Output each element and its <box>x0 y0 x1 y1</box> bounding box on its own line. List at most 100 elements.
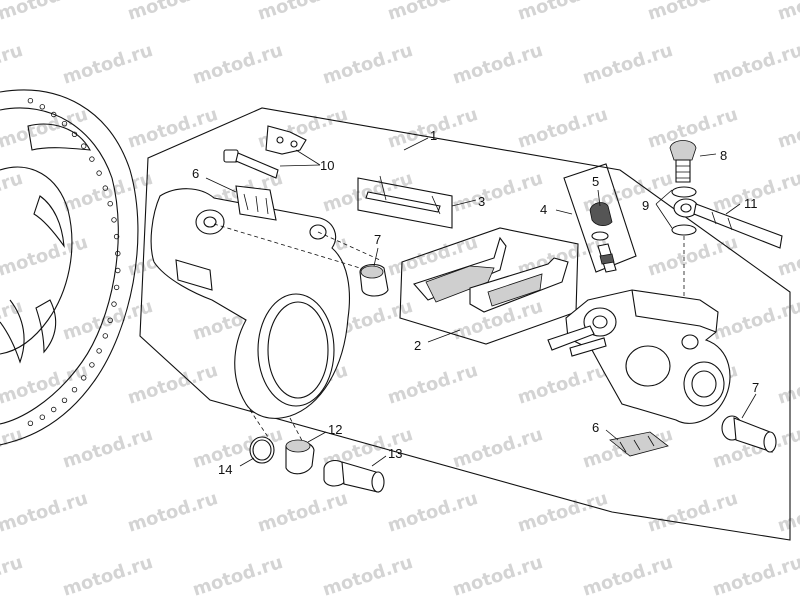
watermark-text: motod.ru <box>125 360 220 409</box>
watermark-text: motod.ru <box>515 0 610 25</box>
callout-9: 9 <box>642 198 649 213</box>
callout-13: 13 <box>388 446 402 461</box>
disc-hole <box>27 97 34 104</box>
disc-hole <box>89 362 95 368</box>
pad-spring-upper <box>235 185 277 221</box>
watermark-text: motod.ru <box>385 488 480 537</box>
watermark-text: motod.ru <box>125 488 220 537</box>
watermark-text: motod.ru <box>0 0 90 25</box>
watermark-text: motod.ru <box>515 104 610 153</box>
watermark-text: motod.ru <box>515 488 610 537</box>
watermark-text: motod.ru <box>255 0 350 25</box>
watermark-text: motod.ru <box>255 488 350 537</box>
disc-hole <box>61 120 68 127</box>
callout-2: 2 <box>414 338 421 353</box>
watermark-text: motod.ru <box>450 424 545 473</box>
callout-7-left: 7 <box>374 232 381 247</box>
watermark-text: motod.ru <box>580 552 675 600</box>
banjo-fitting <box>669 140 783 300</box>
disc-hole <box>96 170 102 176</box>
disc-hole <box>51 111 57 118</box>
caliper-bracket <box>150 188 381 419</box>
bleeder-group <box>563 163 637 273</box>
watermark-text: motod.ru <box>60 40 155 89</box>
watermark-text: motod.ru <box>190 552 285 600</box>
watermark-text: motod.ru <box>0 424 25 473</box>
callout-6-upper: 6 <box>192 166 199 181</box>
watermark-text: motod.ru <box>710 296 800 345</box>
disc-hole <box>39 414 45 420</box>
disc-hole <box>80 143 87 149</box>
brake-pads-group <box>399 227 579 345</box>
watermark-text: motod.ru <box>60 552 155 600</box>
watermark-text: motod.ru <box>645 0 740 25</box>
callout-10: 10 <box>320 158 334 173</box>
watermark-text: motod.ru <box>320 40 415 89</box>
disc-hole <box>113 233 120 240</box>
brake-disc <box>0 89 139 446</box>
assembly-outline <box>139 107 791 541</box>
watermark-text: motod.ru <box>125 104 220 153</box>
callout-7-right: 7 <box>752 380 759 395</box>
disc-hole <box>80 375 87 381</box>
watermark-text: motod.ru <box>775 0 800 25</box>
lower-small-parts <box>245 403 385 493</box>
watermark-text: motod.ru <box>580 40 675 89</box>
callout-8: 8 <box>720 148 727 163</box>
watermark-text: motod.ru <box>0 40 25 89</box>
watermark-text: motod.ru <box>515 360 610 409</box>
retaining-pin-group <box>357 175 453 229</box>
pin-7-right <box>721 415 777 453</box>
watermark-text: motod.ru <box>0 232 90 281</box>
disc-hole <box>107 317 113 323</box>
disc-hole <box>111 301 117 307</box>
disc-hole <box>71 131 78 137</box>
disc-hole <box>107 200 113 207</box>
callout-14: 14 <box>218 462 232 477</box>
watermark-text: motod.ru <box>710 40 800 89</box>
callout-3: 3 <box>478 194 485 209</box>
watermark-text: motod.ru <box>0 488 90 537</box>
watermark-text: motod.ru <box>775 104 800 153</box>
callout-4: 4 <box>540 202 547 217</box>
disc-hole <box>27 420 34 426</box>
watermark-text: motod.ru <box>775 488 800 537</box>
watermark-text: motod.ru <box>450 552 545 600</box>
pin-10 <box>223 125 307 179</box>
watermark-text: motod.ru <box>385 360 480 409</box>
pad-spring-lower <box>609 431 669 457</box>
watermark-text: motod.ru <box>60 424 155 473</box>
disc-hole <box>115 267 121 274</box>
disc-hole <box>102 185 108 191</box>
watermark-text: motod.ru <box>450 168 545 217</box>
watermark-text: motod.ru <box>645 232 740 281</box>
callout-11: 11 <box>744 196 758 211</box>
callout-labels: 1 2 3 4 5 6 6 7 7 8 9 10 11 12 13 14 <box>192 128 759 477</box>
callout-1: 1 <box>430 128 437 143</box>
callout-5: 5 <box>592 174 599 189</box>
bush-7-left <box>359 263 389 297</box>
watermark-text: motod.ru <box>0 168 25 217</box>
disc-hole <box>61 397 68 403</box>
disc-hole <box>96 348 102 354</box>
watermark-text: motod.ru <box>190 40 285 89</box>
disc-hole <box>51 406 57 413</box>
disc-holes <box>27 97 121 426</box>
watermark-text: motod.ru <box>775 360 800 409</box>
disc-hole <box>102 333 108 339</box>
watermark-text: motod.ru <box>385 0 480 25</box>
disc-hole <box>111 217 117 223</box>
watermark-text: motod.ru <box>0 552 25 600</box>
callout-6-lower: 6 <box>592 420 599 435</box>
disc-hole <box>39 104 45 110</box>
watermark-text: motod.ru <box>450 40 545 89</box>
disc-hole <box>71 387 78 393</box>
caliper-body <box>547 289 731 424</box>
leader-lines <box>205 137 757 467</box>
watermark-text: motod.ru <box>60 168 155 217</box>
callout-12: 12 <box>328 422 342 437</box>
watermark-text: motod.ru <box>710 552 800 600</box>
watermark-text: motod.ru <box>320 552 415 600</box>
disc-hole <box>89 156 95 162</box>
